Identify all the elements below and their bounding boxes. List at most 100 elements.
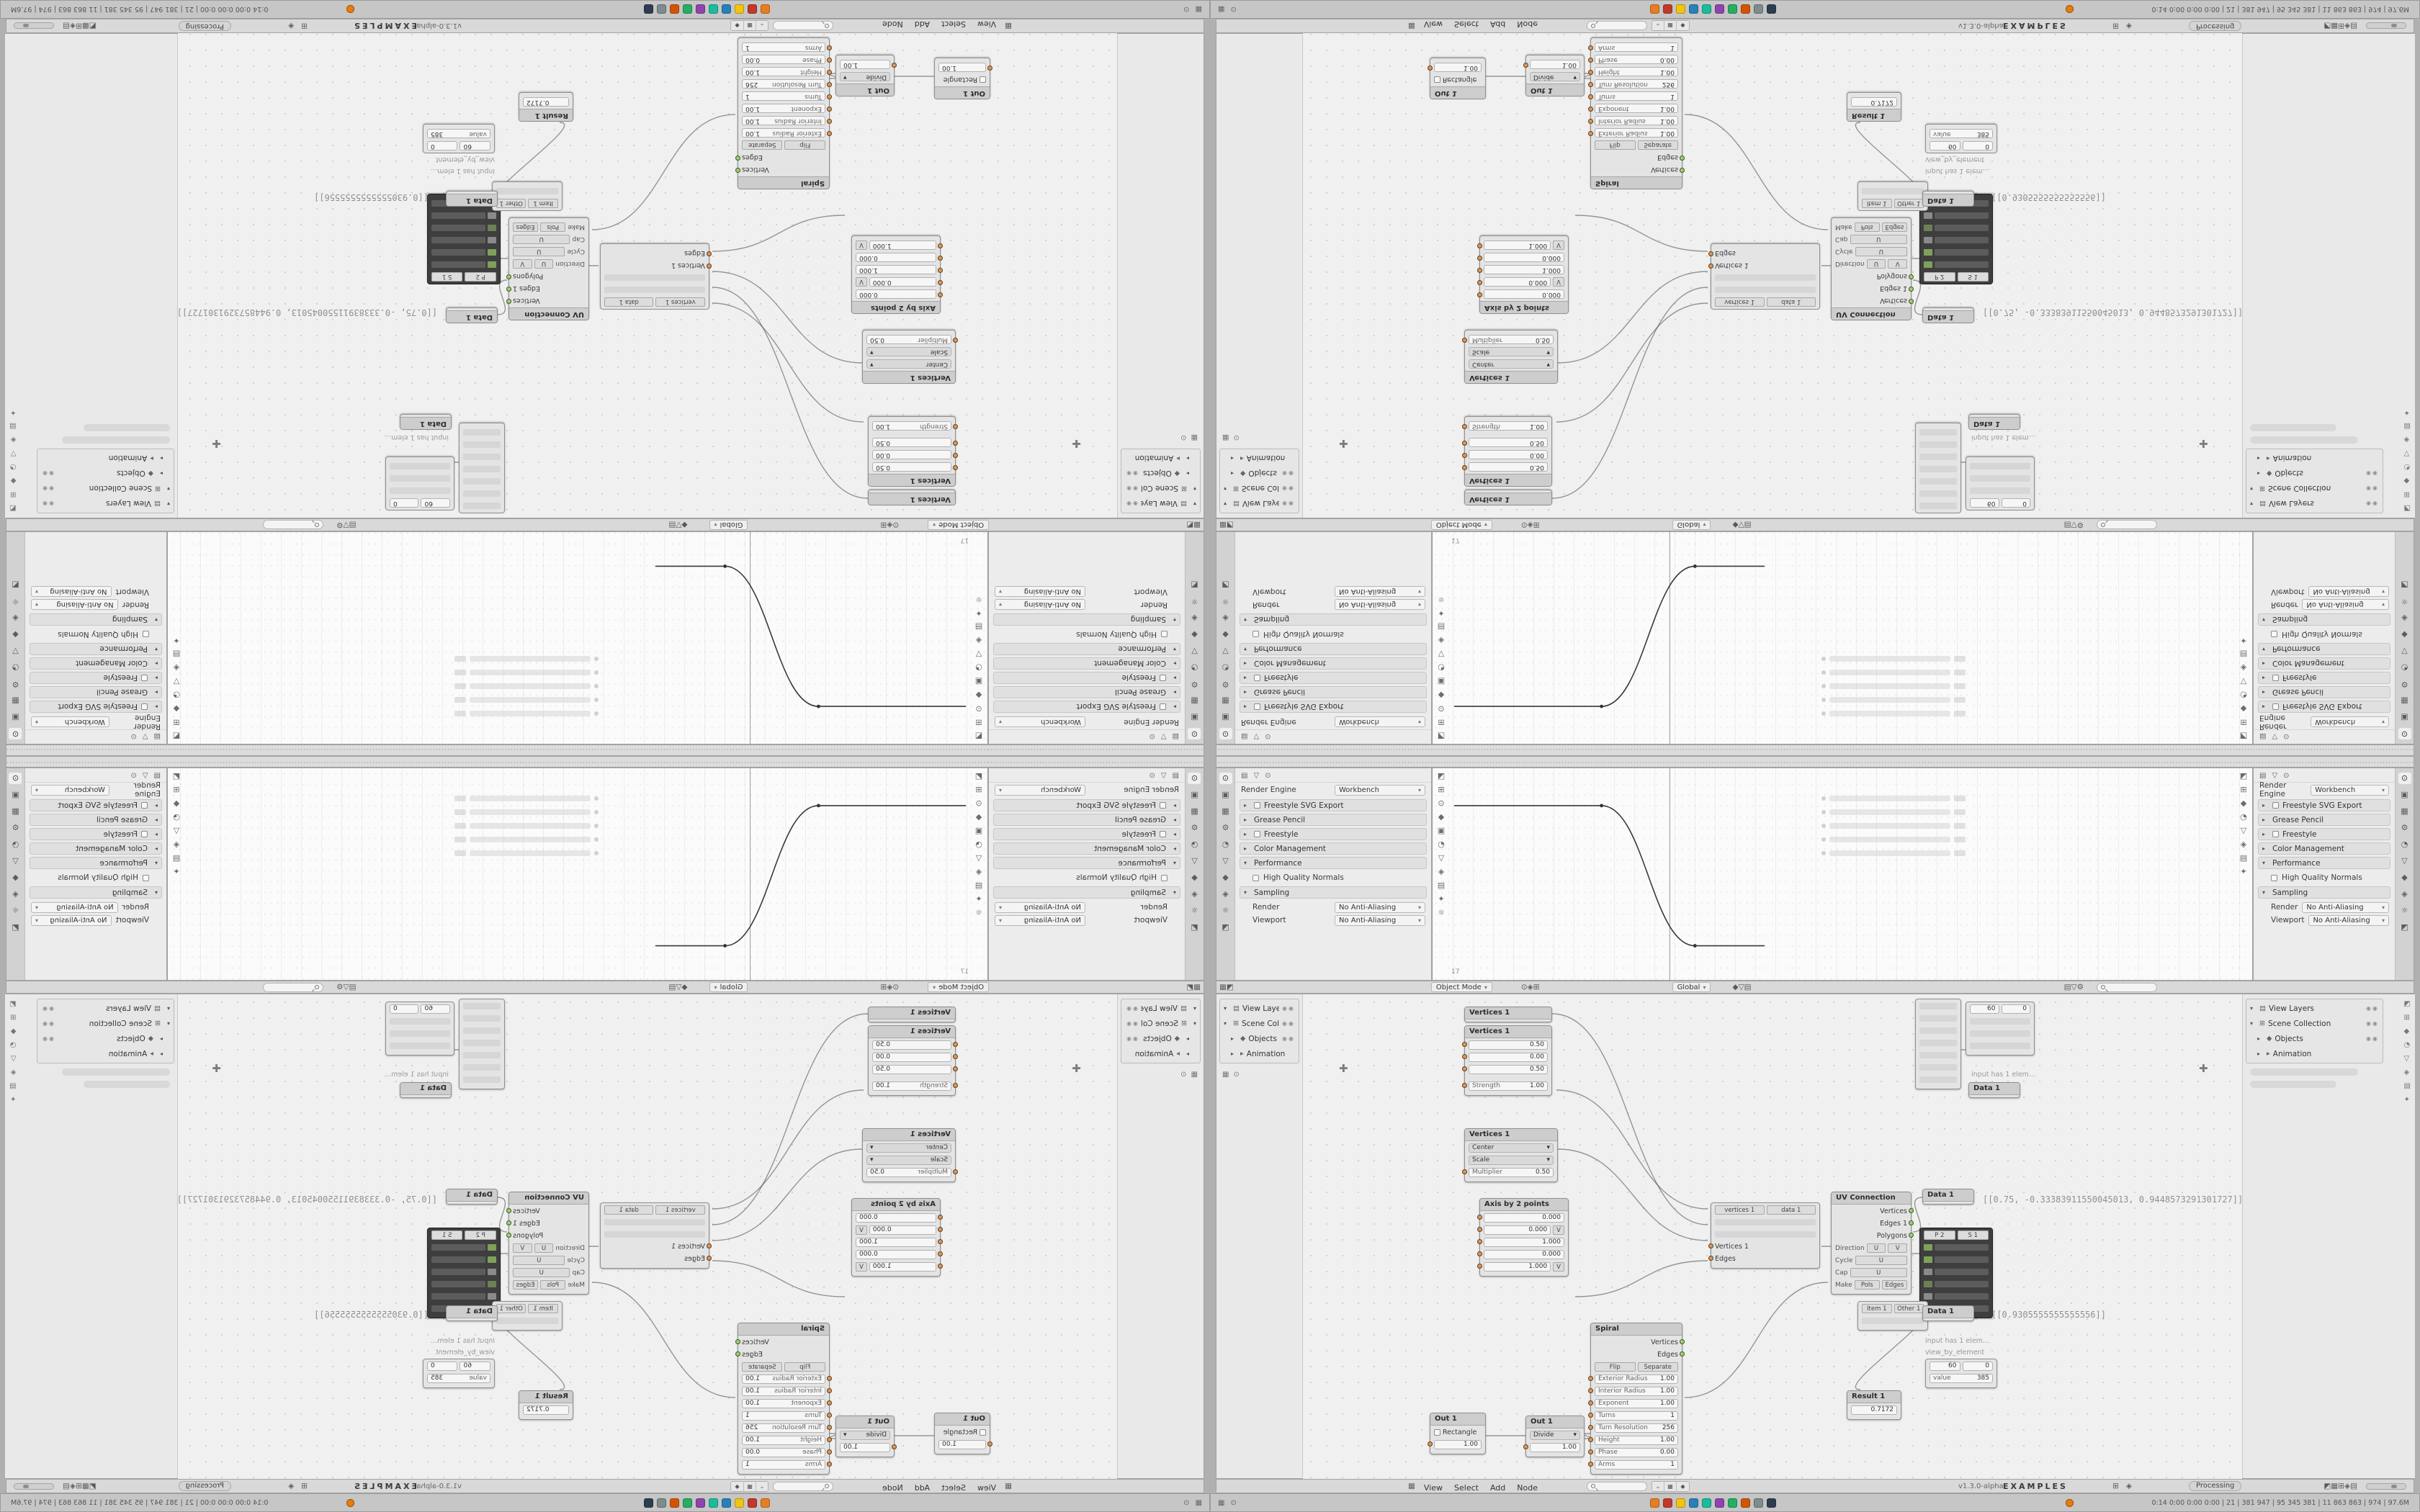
header-icon-group[interactable]: ⊙◈⊞: [1521, 521, 1540, 529]
input-socket[interactable]: [827, 131, 832, 136]
node-editor-type-icon[interactable]: ▦: [1005, 1482, 1012, 1490]
node-field[interactable]: 1.00: [840, 1443, 890, 1452]
gem-icon[interactable]: ◈: [10, 1068, 17, 1076]
input-socket[interactable]: [827, 1376, 832, 1381]
node-select[interactable]: Center▾: [866, 359, 951, 369]
node-field[interactable]: 60: [1930, 1362, 1960, 1371]
lines-icon[interactable]: ▤: [153, 772, 161, 780]
input-socket[interactable]: [707, 264, 712, 269]
header-icon-group[interactable]: ▤▽⚙: [336, 521, 356, 529]
property-select[interactable]: No Anti-Aliasing▾: [1335, 586, 1425, 598]
graph-editor[interactable]: ◩⊞⊙◆▣◔▽◈▤✦☼ ◩⊞◆◔▽◈▤✦ 17: [167, 768, 988, 981]
graph-editor[interactable]: ◩⊞⊙◆▣◔▽◈▤✦☼ ◩⊞◆◔▽◈▤✦ 17: [1432, 768, 2253, 981]
node-field[interactable]: 0.000: [1484, 1225, 1551, 1235]
properties-tab-tri[interactable]: ▽: [1222, 647, 1229, 656]
input-socket[interactable]: [827, 45, 832, 50]
diam-icon[interactable]: ◆: [1676, 1481, 1689, 1491]
visibility-icons[interactable]: ◉◉: [41, 1020, 54, 1027]
tri-icon[interactable]: ▽: [2071, 521, 2077, 529]
menu-view[interactable]: View: [1423, 1482, 1443, 1493]
properties-tab-sun[interactable]: ☼: [1191, 906, 1198, 915]
tri-icon[interactable]: ▽: [142, 732, 148, 740]
box-icon[interactable]: ⊞: [880, 983, 887, 991]
node-select[interactable]: Center▾: [1469, 1143, 1554, 1153]
panel-checkbox[interactable]: [141, 675, 148, 681]
properties-tab-gem[interactable]: ◈: [1222, 889, 1229, 899]
gizmo-crosshair-icon[interactable]: ✚: [1339, 437, 1348, 450]
node-chip[interactable]: Other 1: [496, 1304, 526, 1313]
property-checkbox[interactable]: [1252, 631, 1259, 638]
outliner-item-scene-collection[interactable]: ▾⊞Scene Collection◉◉: [2248, 481, 2381, 496]
header-search[interactable]: [263, 520, 324, 530]
input-socket[interactable]: [1462, 1066, 1467, 1071]
outliner-item-animation[interactable]: ▸▸Animation: [1123, 451, 1198, 466]
input-socket[interactable]: [1588, 1413, 1593, 1418]
property-checkbox[interactable]: [1161, 631, 1168, 638]
gem-icon[interactable]: ◈: [2240, 840, 2247, 849]
lines-icon[interactable]: ▤: [2259, 732, 2267, 740]
node-chip[interactable]: S 1: [431, 1230, 463, 1240]
taskbar-icon[interactable]: [1689, 1498, 1698, 1508]
properties-tab-target[interactable]: ⊙: [2398, 773, 2411, 784]
option-button[interactable]: Pols: [1854, 222, 1880, 232]
properties-tab-circ[interactable]: ◔: [2401, 663, 2408, 672]
lines-icon[interactable]: ▤: [63, 22, 70, 30]
input-socket[interactable]: [827, 1425, 832, 1430]
lines-icon[interactable]: ▤: [9, 1082, 17, 1090]
menu-add[interactable]: Add: [914, 1482, 931, 1493]
node-field[interactable]: 1.00: [938, 63, 986, 72]
properties-tab-target[interactable]: ⊙: [1188, 728, 1201, 739]
panel-header-grease-pencil[interactable]: ▸Grease Pencil: [993, 686, 1180, 698]
properties-tab-diam[interactable]: ◆: [2401, 630, 2408, 639]
panel-checkbox[interactable]: [1160, 831, 1166, 837]
visibility-icons[interactable]: ◉◉: [1125, 500, 1138, 507]
input-socket[interactable]: [953, 1169, 958, 1174]
taskbar-icon[interactable]: [709, 4, 718, 14]
node-chip[interactable]: Item 1: [1862, 199, 1892, 208]
box-icon[interactable]: ⊞: [301, 1482, 308, 1490]
input-socket[interactable]: [827, 70, 832, 75]
input-socket[interactable]: [938, 280, 943, 285]
node-field[interactable]: 0.50: [872, 462, 951, 472]
properties-tab-diam[interactable]: ◆: [12, 873, 19, 882]
gear-icon[interactable]: ⚙: [336, 521, 344, 529]
node-chip[interactable]: Other 1: [496, 199, 526, 208]
properties-tab-sun[interactable]: ☼: [1222, 597, 1229, 606]
menu-add[interactable]: Add: [914, 19, 931, 30]
node-chip[interactable]: data 1: [1766, 1205, 1816, 1215]
overlay-slider[interactable]: [2366, 1482, 2406, 1490]
target-icon[interactable]: ⊙: [1230, 5, 1237, 14]
input-socket[interactable]: [953, 1054, 958, 1059]
grid-icon[interactable]: ▦: [1191, 433, 1198, 441]
render-engine-select[interactable]: Workbench▾: [2311, 716, 2389, 728]
option-button[interactable]: U: [1855, 1256, 1907, 1265]
channel-row[interactable]: [1821, 794, 1966, 802]
output-socket[interactable]: [506, 274, 511, 279]
sidebar-icon-column[interactable]: ◩⊞◆◔▽◈▤✦: [9, 1000, 16, 1104]
tri-icon[interactable]: ▽: [2403, 1055, 2410, 1063]
lines-icon[interactable]: ▤: [2259, 772, 2267, 780]
property-checkbox[interactable]: [143, 631, 149, 638]
node-field[interactable]: 0.7172: [523, 97, 569, 107]
visibility-icons[interactable]: ◉◉: [1282, 500, 1295, 507]
header-icon-group[interactable]: ⊙◈⊞: [880, 983, 899, 991]
lines-icon[interactable]: ▤: [153, 732, 161, 740]
input-socket[interactable]: [1708, 1243, 1713, 1248]
menu-add[interactable]: Add: [1489, 1482, 1506, 1493]
node-chip[interactable]: P 2: [1924, 1230, 1955, 1240]
axis-toggle[interactable]: V: [856, 277, 867, 287]
overlay-slider[interactable]: [14, 22, 54, 30]
input-socket[interactable]: [1588, 1462, 1593, 1467]
